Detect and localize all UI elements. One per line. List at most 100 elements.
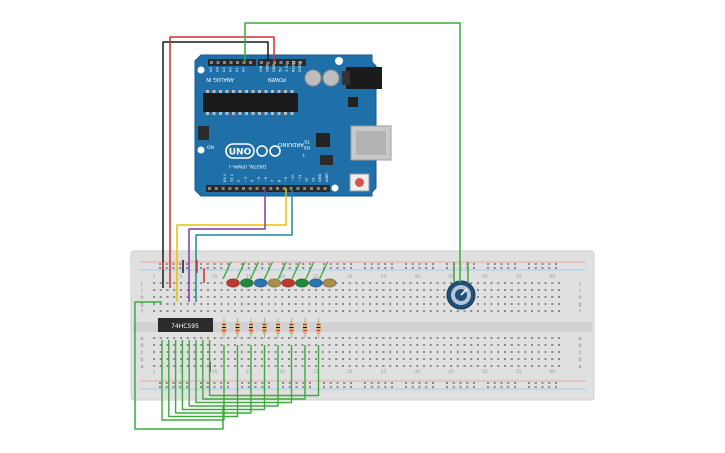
breadboard-hole xyxy=(200,303,203,305)
rail-hole xyxy=(534,263,537,265)
rail-hole xyxy=(548,382,551,384)
breadboard-hole xyxy=(463,365,466,367)
rail-hole xyxy=(336,267,339,269)
rail-hole xyxy=(336,382,339,384)
tx-label: TX xyxy=(304,138,311,144)
rail-hole xyxy=(323,386,325,388)
breadboard-hole xyxy=(409,310,412,312)
pin-label: TX 1 xyxy=(230,174,234,183)
breadboard-hole xyxy=(247,310,250,312)
breadboard-hole xyxy=(382,289,385,291)
breadboard-hole xyxy=(186,296,189,298)
header-pin xyxy=(310,187,313,190)
rail-hole xyxy=(548,263,551,265)
rail-hole xyxy=(350,263,352,265)
column-number: 25 xyxy=(313,274,319,280)
breadboard-hole xyxy=(315,289,317,291)
breadboard-hole xyxy=(362,358,365,360)
breadboard-hole xyxy=(463,344,466,346)
breadboard-hole xyxy=(477,344,479,346)
rail-hole xyxy=(364,386,366,388)
breadboard-hole xyxy=(274,303,277,305)
breadboard-hole xyxy=(369,337,371,339)
led[interactable] xyxy=(267,278,282,288)
breadboard-hole xyxy=(409,337,412,339)
breadboard-hole xyxy=(558,296,560,298)
row-letter: g xyxy=(140,302,143,308)
rail-hole xyxy=(295,263,298,265)
breadboard-hole xyxy=(315,296,317,298)
breadboard-hole xyxy=(213,351,216,353)
breadboard-hole xyxy=(186,282,189,284)
led[interactable] xyxy=(322,278,337,288)
led[interactable] xyxy=(281,278,296,288)
rail-hole xyxy=(172,263,175,265)
pin-label: A1 xyxy=(235,67,239,72)
column-number: 45 xyxy=(448,369,454,375)
rail-hole xyxy=(432,267,434,269)
breadboard-hole xyxy=(342,303,344,305)
header-pin xyxy=(210,61,213,64)
rail-hole xyxy=(213,386,216,388)
rail-hole xyxy=(377,382,380,384)
breadboard-hole xyxy=(423,358,425,360)
breadboard-hole xyxy=(544,296,547,298)
breadboard-hole xyxy=(308,365,311,367)
rail-hole xyxy=(432,382,434,384)
led[interactable] xyxy=(239,278,254,288)
breadboard-hole xyxy=(328,310,331,312)
row-letter: c xyxy=(579,350,582,356)
led[interactable] xyxy=(295,278,309,288)
wire-shift-output xyxy=(195,340,293,404)
pin-label: GND xyxy=(272,64,276,72)
breadboard-hole xyxy=(294,351,297,353)
breadboard-hole xyxy=(301,365,304,367)
wire-led-ground xyxy=(318,261,329,280)
breadboard-hole xyxy=(423,344,425,346)
rail-hole xyxy=(254,382,257,384)
led[interactable] xyxy=(308,278,323,288)
breadboard-hole xyxy=(328,337,331,339)
breadboard-hole xyxy=(301,337,304,339)
breadboard-hole xyxy=(369,282,371,284)
breadboard-hole xyxy=(173,289,176,291)
rx-label: RX xyxy=(304,144,310,150)
rail-hole xyxy=(452,382,455,384)
breadboard-hole xyxy=(173,365,176,367)
rail-hole xyxy=(459,382,462,384)
breadboard-hole xyxy=(483,337,486,339)
potentiometer[interactable] xyxy=(446,280,476,310)
led[interactable] xyxy=(253,278,268,288)
breadboard-hole xyxy=(288,344,290,346)
breadboard-hole xyxy=(436,351,439,353)
rail-hole xyxy=(220,386,223,388)
breadboard-hole xyxy=(166,310,169,312)
shift-register-74hc595[interactable]: 74HC595 xyxy=(158,318,213,332)
rail-hole xyxy=(323,267,325,269)
wire-gnd-black xyxy=(162,41,269,288)
led[interactable] xyxy=(226,278,240,288)
rail-hole xyxy=(473,386,475,388)
rail-hole xyxy=(384,386,387,388)
rail-hole xyxy=(241,386,243,388)
rail-hole xyxy=(159,267,161,269)
breadboard-hole xyxy=(213,358,216,360)
rail-hole xyxy=(329,386,332,388)
breadboard-hole xyxy=(375,351,378,353)
rail-hole xyxy=(200,386,202,388)
breadboard-hole xyxy=(558,282,560,284)
breadboard-hole xyxy=(456,358,459,360)
breadboard-hole xyxy=(524,289,527,291)
breadboard-hole xyxy=(247,365,250,367)
breadboard-hole xyxy=(558,358,560,360)
breadboard-hole xyxy=(544,365,547,367)
header-pin xyxy=(216,61,220,64)
breadboard-hole xyxy=(409,365,412,367)
breadboard-hole xyxy=(321,296,324,298)
wire-yellow xyxy=(176,188,287,302)
breadboard-hole xyxy=(470,365,473,367)
breadboard-hole xyxy=(416,351,419,353)
breadboard-hole xyxy=(409,344,412,346)
breadboard-hole xyxy=(497,289,500,291)
breadboard-hole xyxy=(153,296,155,298)
